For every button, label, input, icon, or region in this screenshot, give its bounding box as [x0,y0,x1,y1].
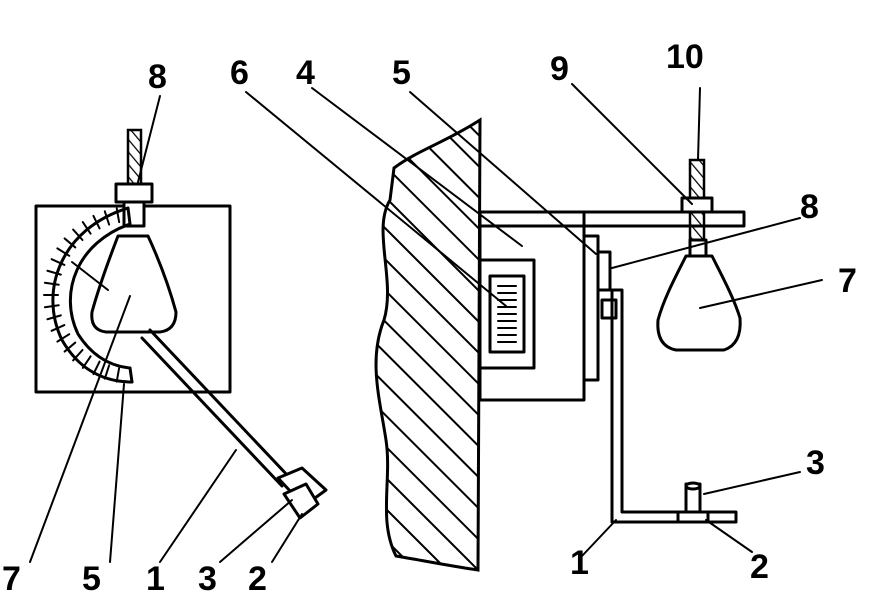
left-view: 8 7 5 1 3 2 [2,58,328,595]
pointer-arm [148,328,292,480]
scale-tick [43,281,60,286]
gauge-insert [488,274,526,354]
left-leaders [29,95,303,563]
scale-tick [92,214,101,230]
label-2-right: 2 [750,548,769,586]
scale-tick [115,366,121,383]
housing-flange [582,234,600,382]
rod-nut [114,182,154,204]
scale-tick [72,348,84,362]
right-leaders [245,83,823,557]
label-7-left: 7 [2,560,21,595]
scale-tick [103,210,111,226]
housing-body [478,210,586,402]
scale-tick [63,341,77,353]
scale-tick [50,324,66,332]
pointer-arm-edge [140,336,284,488]
label-6-right: 6 [230,54,249,92]
scale-tick [81,221,92,235]
rod-collar [122,200,146,228]
scale-tick [103,364,111,380]
pendulum-bob [90,234,178,334]
arm-end-block [276,466,328,520]
scale-tick [72,228,84,242]
label-10-right: 10 [666,38,704,76]
label-9-right: 9 [550,50,569,88]
label-1-left: 1 [146,560,165,595]
scale-tick [63,237,77,249]
wall-section [374,117,482,572]
knob-cap [684,481,702,491]
scale-tick [92,360,101,376]
label-8-left: 8 [148,58,167,96]
label-3-right: 3 [806,444,825,482]
label-4-right: 4 [296,54,315,92]
scale-tick [43,304,60,309]
weight-right [656,254,742,352]
scale-tick [81,355,92,369]
right-view: 6 4 5 9 10 8 7 3 1 2 [230,38,857,586]
label-5-left: 5 [82,560,101,595]
top-bar [478,210,746,228]
l-rod [610,288,738,524]
scale-tick [46,314,62,321]
nut-9 [680,196,714,214]
scale-tick [115,207,121,224]
graduated-scale [43,206,134,384]
label-3-left: 3 [198,560,217,595]
gauge-window [478,258,536,370]
scale-tick [46,269,62,276]
base-2 [676,510,710,524]
label-5-right: 5 [392,54,411,92]
scale-tick [56,333,71,343]
label-7-right: 7 [838,262,857,300]
label-2-left: 2 [248,560,267,595]
bracket-8 [596,250,612,292]
scale-tick [56,247,71,257]
label-8-right: 8 [800,188,819,226]
scale-tick [50,258,66,266]
label-1-right: 1 [570,544,589,582]
gauge-gradations [497,285,517,343]
bracket-block [600,298,618,320]
